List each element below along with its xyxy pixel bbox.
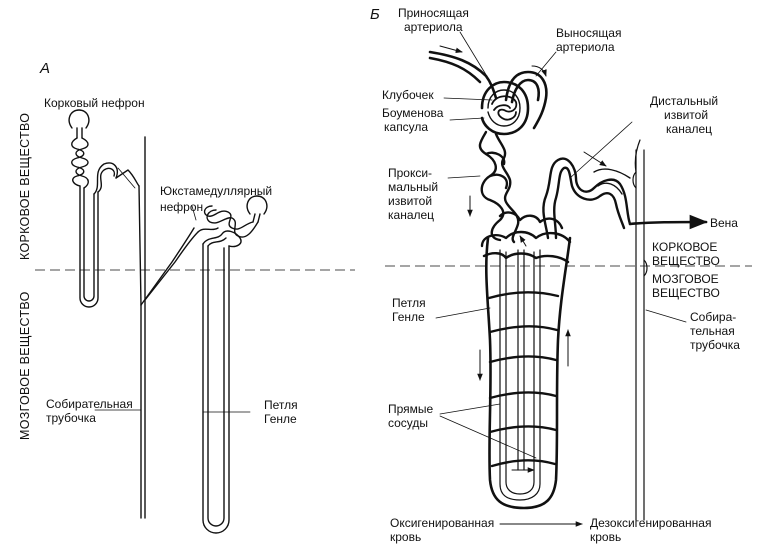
vasa-recta-label-2: сосуды [388,416,429,430]
afferent-label-2: артериола [404,20,463,34]
afferent-arrow [439,45,463,54]
leaders-b [435,31,687,459]
henle-loop-b-label-2: Генле [392,310,425,324]
proximal-label-1: Прокси- [388,166,433,180]
deoxygenated-label-2: кровь [590,530,622,544]
efferent-arteriole [504,70,548,130]
proximal-tubule [478,130,520,244]
vasa-recta-outer [485,236,572,510]
bowman-capsule [480,80,530,136]
deoxygenated-label-1: Дезоксигенированная [590,516,712,530]
juxtamedullary-label-1: Юкстамедуллярный [160,184,273,198]
collecting-b-label-2: тельная [690,324,735,338]
collecting-b-label-3: трубочка [690,338,740,352]
henle-loop-b [499,249,541,501]
collecting-b-label-1: Собира- [690,310,737,324]
juxtamedullary-label-2: нефрон [160,200,204,214]
afferent-label-1: Приносящая [398,6,469,20]
distal-label-1: Дистальный [650,94,719,108]
cortex-vertical-label: КОРКОВОЕ ВЕЩЕСТВО [18,112,32,260]
vasa-recta-rungs [487,291,560,468]
cortical-nephron-label: Корковый нефрон [44,96,145,110]
efferent-label-1: Выносящая [556,26,622,40]
proximal-label-4: каналец [388,208,435,222]
efferent-label-2: артериола [556,40,615,54]
medulla-b-label-2: ВЕЩЕСТВО [652,286,720,300]
vasa-recta-label-1: Прямые [388,402,434,416]
collecting-duct-a [138,136,199,519]
cortex-b-label-2: ВЕЩЕСТВО [652,254,720,268]
distal-label-2: извитой [664,108,709,122]
collecting-duct-a-label-1: Собирательная [46,397,133,411]
panel-a-letter: А [40,60,51,77]
cortical-connector [115,169,140,187]
vasa-arrows [477,235,571,473]
glomerulus [491,95,518,121]
afferent-arteriole [428,50,498,100]
oxygenated-label-1: Оксигенированная [390,516,495,530]
cortical-nephron [68,109,118,308]
henle-loop-a-label-2: Генле [264,412,297,426]
distal-arrow [583,151,607,167]
oxygenated-label-2: кровь [390,530,422,544]
proximal-label-3: извитой [388,194,433,208]
cortex-b-label-1: КОРКОВОЕ [652,240,718,254]
bowman-label-2: капсула [384,120,429,134]
proximal-label-2: мальный [388,180,439,194]
distal-label-3: каналец [666,122,713,136]
juxtamedullary-nephron [197,195,268,534]
vein [628,214,708,230]
vasa-recta-top [480,211,572,264]
collecting-duct-a-label-2: трубочка [46,411,96,425]
henle-loop-a-label-1: Петля [264,398,298,412]
distal-tubule [542,157,632,240]
medulla-vertical-label: МОЗГОВОЕ ВЕЩЕСТВО [18,291,32,440]
medulla-b-label-1: МОЗГОВОЕ [652,272,719,286]
vein-label: Вена [710,216,738,230]
bowman-label-1: Боуменова [382,106,444,120]
efferent-arrow [531,65,547,77]
henle-loop-b-label-1: Петля [392,296,426,310]
leaders-a [94,167,251,413]
panel-b-letter: Б [370,6,380,23]
collecting-duct-b [632,149,648,521]
glomerulus-label: Клубочек [382,88,434,102]
